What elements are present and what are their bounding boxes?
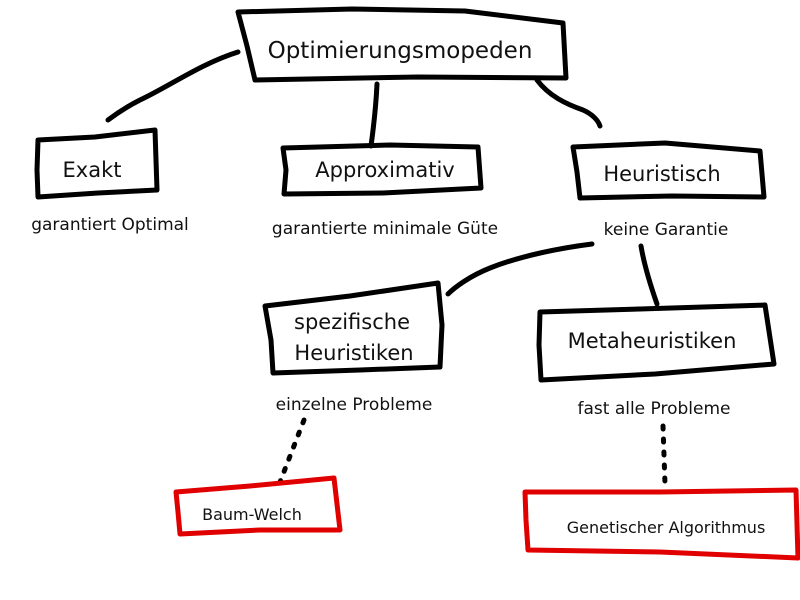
node-specific-heuristics-label-line1: spezifische: [294, 310, 410, 334]
connector-root-heuristisch: [534, 77, 603, 129]
node-heuristisch-frame: [570, 140, 767, 201]
node-approximativ-label: Approximativ: [315, 158, 454, 182]
node-baum-welch: Baum-Welch: [173, 475, 343, 537]
node-specific-heuristics: spezifische Heuristiken: [262, 280, 445, 376]
connector-heuristisch-meta: [638, 243, 660, 307]
node-specific-heuristics-label-line2: Heuristiken: [294, 341, 413, 365]
connector-spezifisch-baumwelch: [277, 417, 307, 485]
node-exakt-label: Exakt: [63, 158, 122, 182]
node-heuristisch: Heuristisch: [570, 140, 767, 201]
connector-heuristisch-spezifisch: [445, 241, 595, 297]
node-baum-welch-frame: [173, 475, 343, 537]
node-specific-heuristics-description: einzelne Probleme: [276, 395, 433, 415]
node-exakt: Exakt: [34, 127, 160, 200]
node-genetic-algorithm-label: Genetischer Algorithmus: [567, 518, 766, 537]
connector-root-approximativ: [368, 81, 380, 149]
node-heuristisch-label: Heuristisch: [603, 162, 720, 186]
connector-meta-genetisch: [660, 423, 668, 487]
node-approximativ-frame: [280, 142, 484, 197]
node-genetic-algorithm-frame: [522, 487, 800, 561]
node-root-label: Optimierungsmopeden: [268, 38, 533, 64]
node-heuristisch-description: keine Garantie: [604, 220, 729, 240]
node-metaheuristics: Metaheuristiken: [536, 302, 777, 383]
node-specific-heuristics-frame: [262, 280, 445, 376]
node-approximativ-description: garantierte minimale Güte: [272, 219, 498, 239]
connector-root-exakt: [105, 49, 241, 123]
node-root-frame: [235, 6, 569, 83]
node-root: Optimierungsmopeden: [235, 6, 569, 83]
node-exakt-frame: [34, 127, 160, 200]
node-exakt-description: garantiert Optimal: [31, 215, 189, 235]
node-approximativ: Approximativ: [280, 142, 484, 197]
node-metaheuristics-frame: [536, 302, 777, 383]
node-metaheuristics-description: fast alle Probleme: [577, 399, 730, 419]
node-baum-welch-label: Baum-Welch: [202, 505, 302, 524]
node-genetic-algorithm: Genetischer Algorithmus: [522, 487, 800, 561]
node-metaheuristics-label: Metaheuristiken: [568, 329, 737, 353]
